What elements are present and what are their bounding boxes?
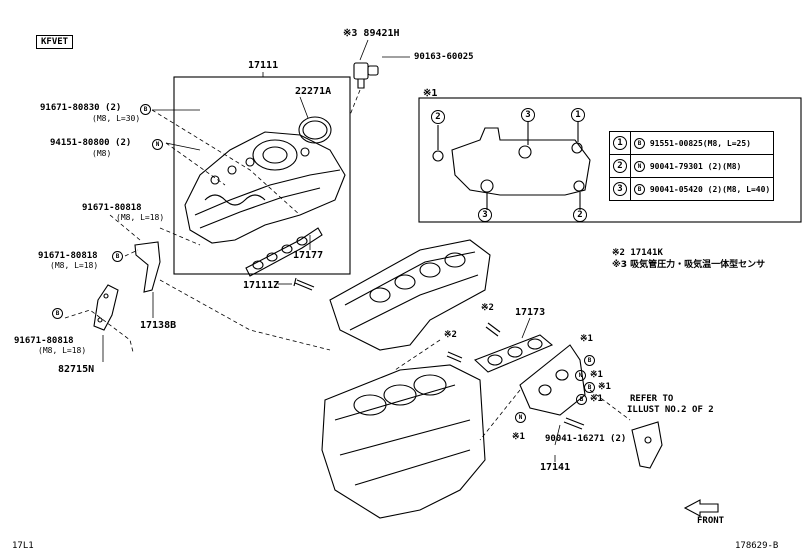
label-ref-1-b: ※1 [590,370,603,380]
gasket-17173 [473,334,554,373]
detail-num: 2 [573,208,587,222]
stud-c [563,417,585,430]
refer-line-2: ILLUST NO.2 OF 2 [627,405,714,415]
bracket-refer [631,421,663,469]
mark-b: B [52,308,63,319]
note-3: ※3 吸気管圧力・吸気温一体型センサ [612,260,766,270]
footer-left: 17L1 [12,541,34,551]
detail-num: 3 [478,208,492,222]
legend-mark: B [634,183,645,195]
label-82715n: 82715N [58,364,95,375]
cylinder-head [329,239,491,351]
sensor-89421h [353,62,379,89]
label-17177: 17177 [293,250,324,261]
spec-94151-80800: (M8) [92,149,112,158]
label-front: FRONT [697,516,725,526]
detail-adapter [432,127,591,196]
spec-91671-80818-b: (M8, L=18) [50,261,99,270]
legend-row: 1 B 91551-00825(M8, L=25) [609,131,775,155]
label-ref-1-e: ※1 [512,432,525,442]
legend-mark: N [634,160,645,172]
stud-b [485,322,501,337]
label-ref-2-b: ※2 [444,330,457,340]
spec-91671-80818-c: (M8, L=18) [38,346,87,355]
mark-b: B [584,382,595,393]
legend-num: 1 [613,136,627,150]
bracket-17138b [134,241,161,293]
mark-n: N [152,139,163,150]
refer-line-1: REFER TO [630,394,674,404]
legend-num: 3 [613,182,627,196]
label-22271a: 22271A [295,86,332,97]
detail-box [418,97,802,223]
gasket-22271a [298,116,332,144]
mark-b: B [576,394,587,405]
label-17138b: 17138B [140,320,177,331]
legend-mark: B [634,137,645,149]
manifold-group-box [173,76,351,275]
label-91671-80818-c: 91671-80818 [14,336,74,346]
mark-n: N [575,370,586,381]
legend-text: 90041-05420 (2)(M8, L=40) [649,184,771,194]
label-sensor-89421h: ※3 89421H [343,28,400,39]
exhaust-manifold-17141 [519,344,586,416]
label-ref-1-d: ※1 [590,394,603,404]
label-90041-16271: 90041-16271 (2) [545,434,627,444]
detail-num: 3 [521,108,535,122]
spec-91671-80830: (M8, L=30) [92,114,141,123]
bolt-17111z [293,277,315,291]
mark-b: B [584,355,595,366]
mark-b: B [140,104,151,115]
gasket-17177 [245,227,323,277]
spec-91671-80818-a: (M8, L=18) [116,213,165,222]
legend-text: 91551-00825(M8, L=25) [649,138,751,148]
intake-manifold [184,131,346,244]
mark-n: N [515,412,526,423]
front-arrow-icon [683,499,719,517]
label-17111: 17111 [248,60,279,71]
label-91671-80818-a: 91671-80818 [82,203,142,213]
label-ref-1-c: ※1 [598,382,611,392]
note-2: ※2 17141K [612,248,663,258]
label-91671-80818-b: 91671-80818 [38,251,98,261]
detail-num: 2 [431,110,445,124]
label-17173: 17173 [515,307,546,318]
label-17141: 17141 [540,462,571,473]
label-90163-60025: 90163-60025 [414,52,474,62]
legend-text: 90041-79301 (2)(M8) [649,161,742,171]
legend-num: 2 [613,159,627,173]
label-91671-80830: 91671-80830 (2) [40,103,122,113]
label-94151-80800: 94151-80800 (2) [50,138,132,148]
label-17111z: 17111Z [243,280,280,291]
legend-row: 2 N 90041-79301 (2)(M8) [609,154,775,178]
footer-right: 178629-B [735,541,779,551]
detail-ref: ※1 [423,88,438,99]
stud-a [446,351,463,363]
cylinder-block [321,364,486,519]
detail-legend: 1 B 91551-00825(M8, L=25) 2 N 90041-7930… [609,131,775,201]
label-ref-1-a: ※1 [580,334,593,344]
engine-code-box: KFVET [36,35,74,49]
bracket-82715n [93,284,119,331]
detail-num: 1 [571,108,585,122]
label-ref-2-a: ※2 [481,303,494,313]
mark-b: B [112,251,123,262]
legend-row: 3 B 90041-05420 (2)(M8, L=40) [609,177,775,201]
